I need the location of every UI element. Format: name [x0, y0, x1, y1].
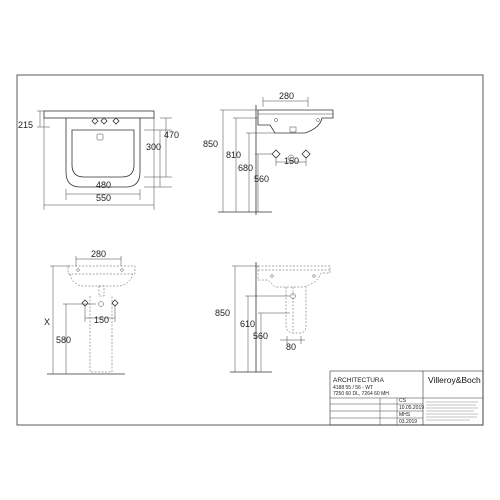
- tb-row2-right: 10.05.2019: [399, 405, 424, 411]
- legal-fine-print: [426, 401, 478, 421]
- product-name: ARCHITECTURA: [333, 377, 385, 384]
- brand-logo: Villeroy&Boch: [428, 375, 481, 385]
- dim-680: 680: [238, 163, 253, 173]
- dim-80: 80: [286, 342, 296, 352]
- side-view: 280 150 850 810 680 560: [203, 91, 334, 215]
- basin-bowl: [71, 129, 135, 178]
- dim-spacing-bottom-left: 150: [94, 315, 109, 325]
- dim-depth: 470: [164, 130, 179, 140]
- dim-bowl: 300: [146, 142, 161, 152]
- dim-total-height: 850: [203, 139, 218, 149]
- basin-side-profile: [257, 109, 334, 134]
- product-codes-2: 7250 60 DL, 7264 60 MH: [333, 391, 389, 397]
- front-mount-right-icon: [111, 299, 119, 307]
- tap-hole-left-icon: [91, 117, 99, 125]
- overflow-icon: [96, 133, 104, 141]
- mount-hole-left-icon: [271, 149, 281, 159]
- dim-560: 560: [254, 174, 269, 184]
- dim-810: 810: [226, 150, 241, 160]
- pedestal-dashed: [89, 296, 113, 373]
- dim-top-bottom-left: 280: [91, 249, 106, 259]
- dim-x: X: [44, 317, 50, 327]
- dim-width-inner: 480: [96, 180, 111, 190]
- dim-850-bottom: 850: [215, 308, 230, 318]
- pedestal-side-dashed: [285, 287, 307, 334]
- drain-icon: [287, 154, 295, 162]
- side-view-pedestal: 80 850 610 560: [215, 262, 331, 373]
- basin-outline: [65, 118, 141, 188]
- mount-hole-right-icon: [301, 149, 311, 159]
- front-view-pedestal: 280 150 X 580: [44, 249, 136, 375]
- tb-row3-right: MHS: [399, 412, 411, 418]
- plan-view: 215 470 300 480 550: [18, 110, 179, 210]
- dim-spacing-right: 150: [284, 156, 299, 166]
- product-codes-1: 4188 55 / 56 - WT: [333, 385, 373, 391]
- basin-side-dashed: [257, 265, 331, 288]
- dim-580: 580: [56, 335, 71, 345]
- tb-row1-right: CS: [399, 398, 407, 404]
- dim-width-outer: 550: [96, 193, 111, 203]
- tb-row4-right: 03.2019: [399, 419, 417, 425]
- dim-top-right: 280: [279, 91, 294, 101]
- dim-tap-offset: 215: [18, 120, 33, 130]
- dim-560-bottom: 560: [253, 331, 268, 341]
- front-mount-left-icon: [81, 299, 89, 307]
- title-block: ARCHITECTURA 4188 55 / 56 - WT 7250 60 D…: [329, 370, 484, 426]
- basin-back-edge: [43, 110, 155, 119]
- tap-hole-right-icon: [112, 117, 120, 125]
- dim-610: 610: [240, 319, 255, 329]
- tap-hole-middle-icon: [100, 117, 108, 125]
- sheet-border: [16, 74, 484, 426]
- basin-front-dashed: [67, 265, 136, 275]
